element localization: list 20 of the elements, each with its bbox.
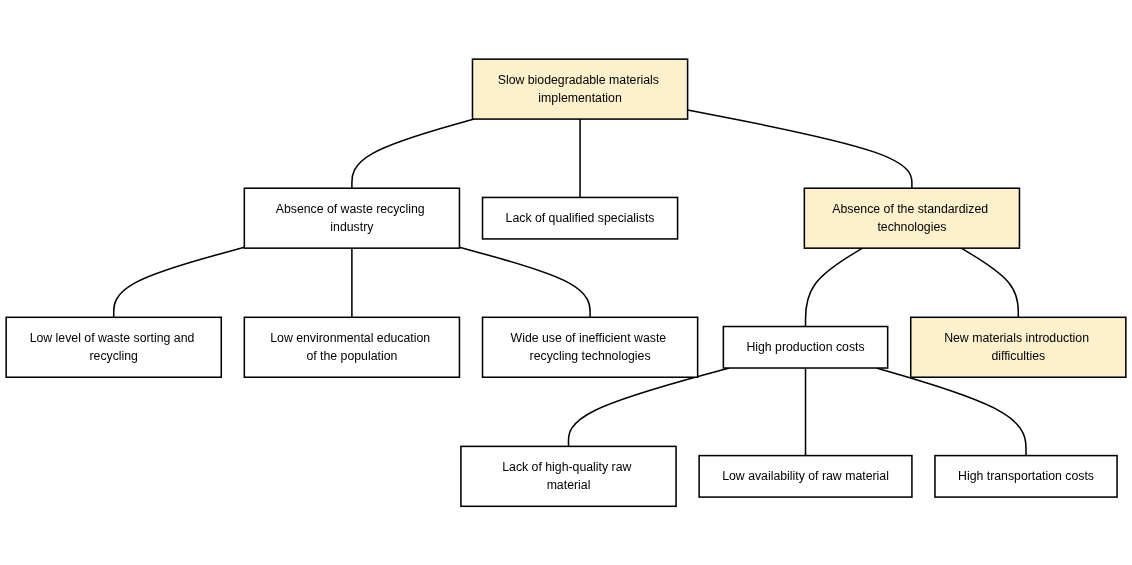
node-box: Lack of qualified specialists <box>481 196 679 240</box>
connector <box>804 367 807 457</box>
node-box: Absence of the standardized technologies <box>803 187 1021 249</box>
connector <box>960 247 1020 318</box>
connector <box>112 246 246 318</box>
node-box: High production costs <box>722 325 889 369</box>
connector <box>351 247 353 318</box>
connector <box>351 118 475 189</box>
node-box: Slow biodegradable materials implementation <box>471 58 689 120</box>
node-box: New materials introduction difficulties <box>909 316 1127 378</box>
connector <box>458 246 591 318</box>
node-box: Low level of waste sorting and recycling <box>5 316 223 378</box>
node-box: Lack of high-quality raw material <box>460 445 677 507</box>
node-box: Absence of waste recycling industry <box>243 187 461 249</box>
connector <box>804 247 864 328</box>
node-box: Wide use of inefficient waste recycling technologies <box>481 316 699 378</box>
node-box: Low availability of raw material <box>698 454 913 498</box>
node-box: High transportation costs <box>934 454 1118 498</box>
node-box: Low environmental education of the population <box>243 316 461 378</box>
connector <box>579 118 581 198</box>
